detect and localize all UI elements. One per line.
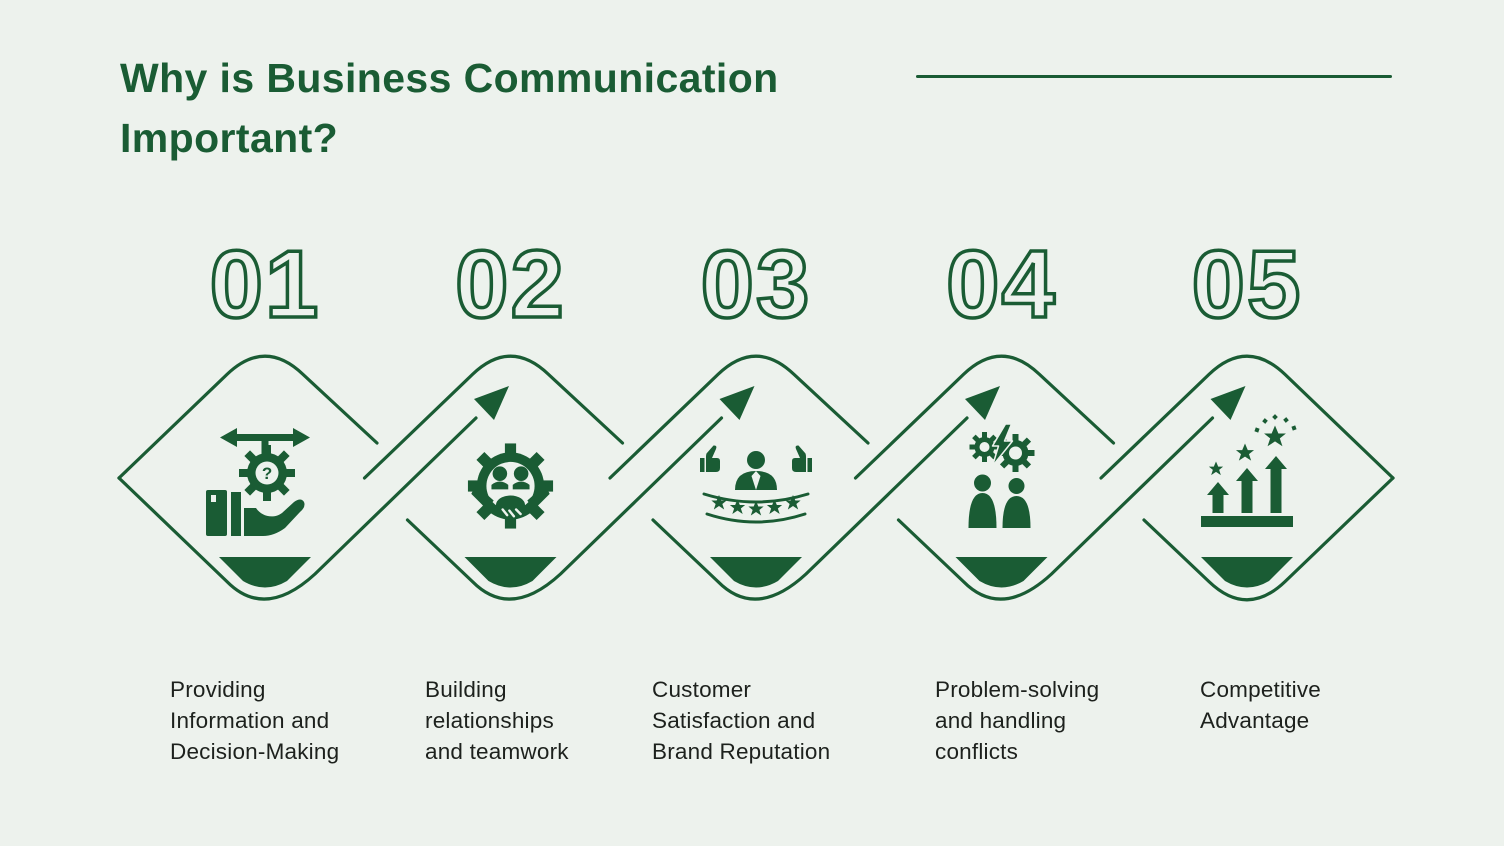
step-number-2: 02 [455,231,566,338]
step-diamond-5 [1099,354,1395,602]
tie-shape [751,471,761,490]
diamond-base-fill [219,557,311,588]
arrow-to-step-2 [117,416,478,601]
star-icon [1235,443,1255,461]
step-diamond-4 [853,354,1246,601]
growth-arrows-stars-icon [1201,414,1297,527]
step-label-4: Problem-solving and handling conflicts [935,677,1100,764]
gear-handshake-icon [467,443,554,529]
step-label-1: Providing Information and Decision-Makin… [170,677,340,764]
step-number-3: 03 [701,231,812,338]
page-title-line-2: Important? [120,115,339,161]
thumbs-up-icon [706,445,720,472]
step-label-3: Customer Satisfaction and Brand Reputati… [652,677,831,764]
step-label-5: Competitive Advantage [1200,677,1321,733]
arrow-to-step-3 [405,416,724,601]
diamond-base-fill [710,557,802,588]
star-icon [1208,461,1224,476]
step-diamond-2 [362,354,755,601]
step-diamond-1: ? [117,354,509,601]
arrowhead-icon [474,386,509,420]
step-number-5: 05 [1192,231,1303,338]
conflict-gears-bolt-icon [968,423,1035,528]
diamond-base-fill [955,557,1048,588]
up-arrow-icon [1236,468,1258,513]
arrowhead-icon [1210,386,1246,420]
diamond-base-fill [464,557,557,588]
question-mark-glyph: ? [262,464,272,483]
page-title: Why is Business Communication Important? [120,48,779,168]
up-arrow-icon [1265,456,1287,513]
step-number-4: 04 [946,231,1057,338]
step-label-2: Building relationships and teamwork [425,677,569,764]
diamond-base-fill [1201,557,1293,588]
step-diamond-3 [608,354,1000,601]
arrow-to-step-5 [896,416,1215,601]
arrowhead-icon [965,386,1000,420]
sparkle-dots [1254,414,1297,433]
lightning-bolt-icon [991,423,1014,467]
star-icon [1264,425,1286,447]
arrowhead-icon [719,386,755,420]
customer-rating-stars-icon [700,445,812,524]
thumbs-up-icon [792,445,806,472]
arrow-to-step-4 [651,416,969,601]
page-title-line-1: Why is Business Communication [120,55,779,101]
hand-gear-question-icon: ? [206,428,310,536]
step-number-1: 01 [210,231,321,338]
title-rule-line [916,75,1392,78]
up-arrow-icon [1207,482,1229,513]
